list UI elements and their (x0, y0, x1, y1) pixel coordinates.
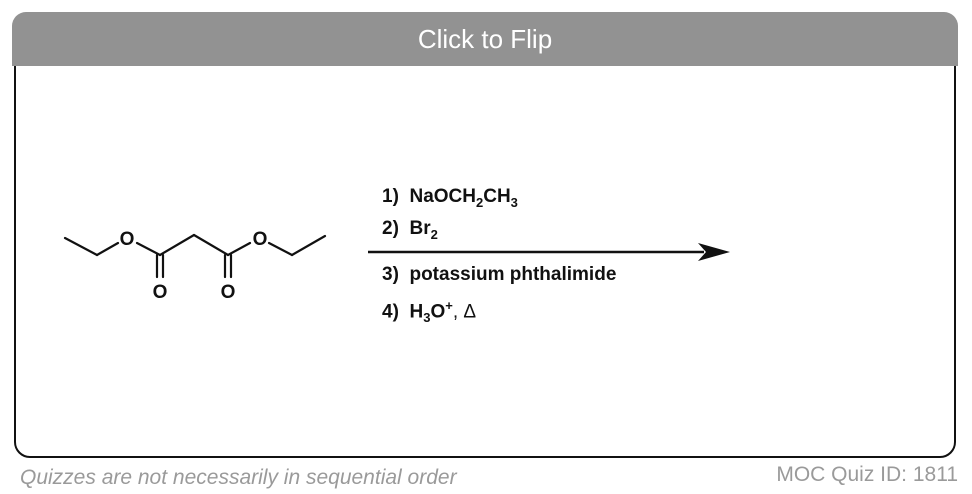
reagent-text: O (430, 301, 446, 323)
reagent-text: H (409, 301, 424, 323)
reagent-text: NaOCH (409, 186, 476, 207)
subscript: 3 (510, 194, 518, 210)
sequence-note: Quizzes are not necessarily in sequentia… (20, 466, 457, 489)
step-number: 4) (382, 301, 399, 323)
reagent-step-1: 1) NaOCH2CH3 (382, 186, 518, 210)
reagent-step-4: 4) H3O+, Δ (382, 298, 476, 325)
subscript: 2 (430, 226, 438, 242)
subscript: 2 (475, 194, 484, 210)
reaction-conditions: 1) NaOCH2CH3 2) Br2 3) potassium phthali… (368, 180, 748, 330)
quiz-id: MOC Quiz ID: 1811 (776, 463, 958, 486)
step-number: 1) (382, 186, 399, 207)
reagent-text: potassium phthalimide (409, 264, 617, 285)
carbonyl-oxygen-left: O (153, 282, 168, 303)
reagent-step-3: 3) potassium phthalimide (382, 264, 616, 286)
quiz-card (14, 12, 956, 458)
step-number: 3) (382, 264, 399, 285)
click-to-flip-button[interactable]: Click to Flip (12, 12, 958, 66)
reagent-step-2: 2) Br2 (382, 218, 438, 242)
reagent-text: Br (409, 218, 431, 239)
carbonyl-oxygen-right: O (221, 282, 236, 303)
step-number: 2) (382, 218, 399, 239)
ester-oxygen-right: O (253, 229, 268, 250)
reagent-text: , Δ (452, 301, 477, 323)
flip-label: Click to Flip (417, 23, 553, 54)
reagent-text: CH (483, 186, 511, 207)
subscript: 3 (423, 310, 431, 326)
superscript: + (445, 298, 453, 313)
ester-oxygen-left: O (120, 229, 135, 250)
diethyl-malonate-structure: O O O O (63, 229, 327, 303)
reaction-arrow (368, 243, 730, 261)
